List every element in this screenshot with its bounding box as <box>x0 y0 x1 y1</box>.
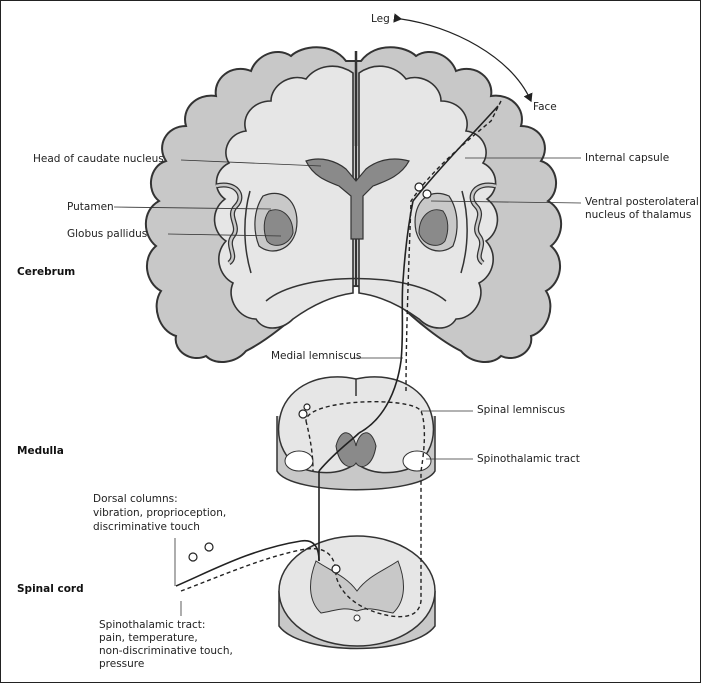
label-head-of-caudate: Head of caudate nucleus <box>33 153 164 165</box>
spinal-cord-section <box>278 535 436 650</box>
label-stt-2: pain, temperature, <box>99 632 198 644</box>
caudate-ventricle <box>305 158 410 240</box>
label-spinothalamic-tract: Spinothalamic tract <box>477 453 580 465</box>
pathways <box>175 13 533 618</box>
section-label-medulla: Medulla <box>17 445 64 457</box>
section-label-cerebrum: Cerebrum <box>17 266 76 278</box>
left-globus-pallidus <box>263 209 294 246</box>
section-label-spinal-cord: Spinal cord <box>17 583 84 595</box>
label-stt-1: Spinothalamic tract: <box>99 619 206 631</box>
label-internal-capsule: Internal capsule <box>585 152 670 164</box>
leader-lines <box>113 157 582 616</box>
label-leg: Leg <box>371 13 390 25</box>
label-spinal-lemniscus: Spinal lemniscus <box>477 404 566 416</box>
label-dorsal-columns-3: discriminative touch <box>93 521 200 533</box>
label-medial-lemniscus: Medial lemniscus <box>271 350 362 362</box>
cerebrum-section <box>144 46 563 363</box>
label-vpl-line1: Ventral posterolateral <box>585 196 699 208</box>
label-stt-3: non-discriminative touch, <box>99 645 233 657</box>
label-face: Face <box>533 101 557 113</box>
right-globus-pallidus <box>418 209 449 246</box>
label-dorsal-columns-1: Dorsal columns: <box>93 493 178 505</box>
label-dorsal-columns-2: vibration, proprioception, <box>93 507 227 519</box>
label-globus-pallidus: Globus pallidus <box>67 228 148 240</box>
label-vpl-line2: nucleus of thalamus <box>585 209 692 221</box>
label-stt-4: pressure <box>99 658 145 670</box>
label-putamen: Putamen <box>67 201 114 213</box>
medulla-section <box>276 376 436 491</box>
